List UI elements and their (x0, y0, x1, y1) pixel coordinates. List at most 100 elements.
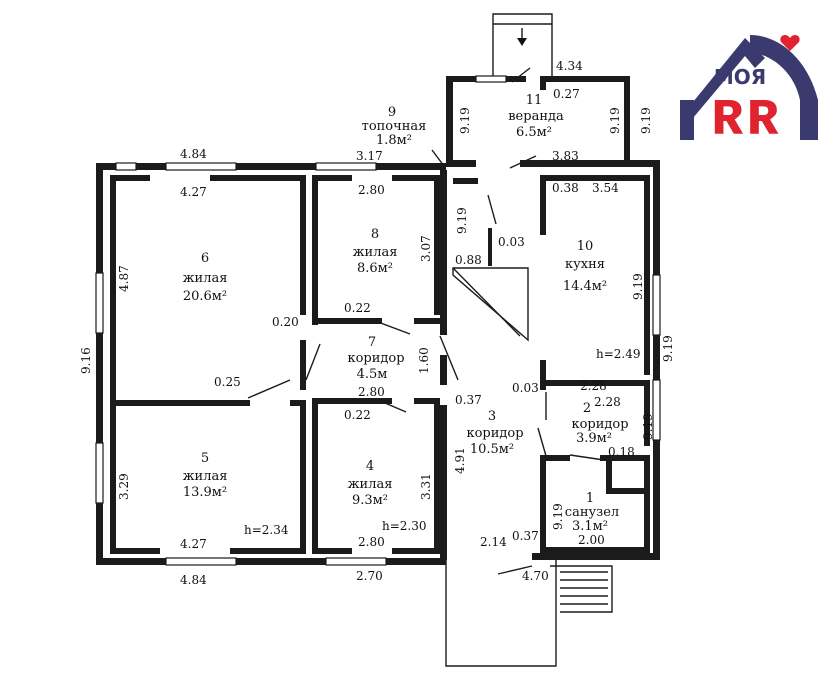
room-name: коридор (571, 417, 628, 432)
dim-label: 4.27 (180, 537, 207, 551)
room-area: 3.1м² (572, 519, 608, 534)
dim-label: h=2.30 (382, 519, 427, 533)
bottom-porch (445, 560, 613, 667)
room-3-label: 3 коридор 10.5м² (466, 409, 523, 457)
dim-label: 3.07 (419, 235, 433, 262)
dim-label: 0.03 (512, 381, 539, 395)
room-area: 6.5м² (516, 125, 552, 140)
hand-shape-icon (750, 35, 818, 140)
room-name: жилая (183, 271, 228, 286)
room-number: 2 (583, 401, 591, 416)
room-area: 20.6м² (183, 289, 227, 304)
dim-label: 2.28 (580, 379, 607, 393)
dim-label: h=2.34 (244, 523, 289, 537)
door-swings (247, 149, 605, 461)
dimension-labels: 4.84 4.27 3.17 2.80 3.83 3.54 0.38 4.34 … (79, 59, 675, 587)
room-name: жилая (183, 469, 228, 484)
room-number: 8 (371, 227, 379, 242)
dim-label: h=2.49 (596, 347, 641, 361)
dim-label: 0.22 (344, 301, 371, 315)
dim-label: 9.16 (79, 347, 93, 374)
dim-label: 4.34 (556, 59, 583, 73)
dim-label: 4.84 (180, 147, 207, 161)
dim-label: 4.87 (117, 265, 131, 292)
logo-text-main: ЯЯ (711, 91, 782, 145)
top-porch (492, 13, 553, 83)
room-area: 10.5м² (470, 442, 514, 457)
room-number: 4 (366, 459, 374, 474)
room-11-label: 11 веранда 6.5м² (508, 93, 564, 140)
room-number: 11 (526, 93, 543, 108)
dim-label: 0.88 (455, 253, 482, 267)
dim-label: 0.20 (272, 315, 299, 329)
room-name: жилая (348, 477, 393, 492)
room-area: 8.6м² (357, 261, 393, 276)
dim-label: 4.27 (180, 185, 207, 199)
dim-label: 2.80 (358, 535, 385, 549)
dim-label: 0.37 (512, 529, 539, 543)
room-number: 7 (368, 335, 376, 350)
dim-label: 3.29 (117, 473, 131, 500)
logo-text-top: МОЯ (714, 65, 766, 89)
dim-label: 9.19 (639, 107, 653, 134)
stair (452, 194, 529, 342)
room-5-label: 5 жилая 13.9м² (183, 451, 228, 500)
room-7-label: 7 коридор 4.5м (347, 335, 404, 382)
dim-label: 1.60 (417, 347, 431, 374)
room-number: 9 (388, 105, 396, 120)
room-9-label: 9 топочная 1.8м² (362, 105, 427, 148)
exterior-walls (95, 160, 661, 566)
dim-label: 0.37 (455, 393, 482, 407)
dim-label: 2.80 (358, 183, 385, 197)
room-name: веранда (508, 109, 564, 124)
dim-label: 3.31 (419, 473, 433, 500)
dim-label: 9.19 (455, 207, 469, 234)
room-area: 14.4м² (563, 279, 607, 294)
room-number: 3 (488, 409, 496, 424)
dim-label: 9.19 (608, 107, 622, 134)
room-4-label: 4 жилая 9.3м² (348, 459, 393, 508)
room-name: топочная (362, 119, 427, 134)
dim-label: 9.19 (661, 335, 675, 362)
dim-label: 0.25 (214, 375, 241, 389)
room-number: 1 (586, 491, 594, 506)
dim-label: 3.54 (592, 181, 619, 195)
room-area: 9.3м² (352, 493, 388, 508)
room-name: санузел (565, 505, 619, 520)
heart-icon (780, 35, 800, 51)
dim-label: 0.22 (344, 408, 371, 422)
dim-label: 3.17 (356, 149, 383, 163)
room-name: кухня (565, 257, 605, 272)
room-8-label: 8 жилая 8.6м² (353, 227, 398, 276)
dim-label: 3.83 (552, 149, 579, 163)
dim-label: 9.19 (631, 273, 645, 300)
dim-label: 2.70 (356, 569, 383, 583)
room-name: жилая (353, 245, 398, 260)
interior-walls (110, 170, 650, 560)
dim-label: 2.28 (594, 395, 621, 409)
dim-label: 2.14 (480, 535, 507, 549)
room-name: коридор (347, 351, 404, 366)
dim-label: 0.38 (552, 181, 579, 195)
room-1-label: 1 санузел 3.1м² (565, 491, 619, 534)
brand-logo: МОЯ ЯЯ (680, 35, 818, 145)
room-number: 10 (577, 239, 594, 254)
dim-label: 4.91 (453, 447, 467, 474)
room-6-label: 6 жилая 20.6м² (183, 251, 228, 304)
room-area: 4.5м (357, 367, 388, 382)
room-area: 3.9м² (576, 431, 612, 446)
room-area: 1.8м² (376, 133, 412, 148)
room-area: 13.9м² (183, 485, 227, 500)
dim-label: 9.19 (458, 107, 472, 134)
room-name: коридор (466, 426, 523, 441)
dim-label: 0.27 (553, 87, 580, 101)
dim-label: 4.70 (522, 569, 549, 583)
room-2-label: 2 коридор 3.9м² (571, 401, 628, 446)
dim-label: 0.03 (498, 235, 525, 249)
room-number: 5 (201, 451, 209, 466)
dim-label: 9.19 (551, 503, 565, 530)
room-10-label: 10 кухня 14.4м² (563, 239, 607, 294)
dim-label: 4.84 (180, 573, 207, 587)
house-roof-icon (680, 38, 765, 118)
